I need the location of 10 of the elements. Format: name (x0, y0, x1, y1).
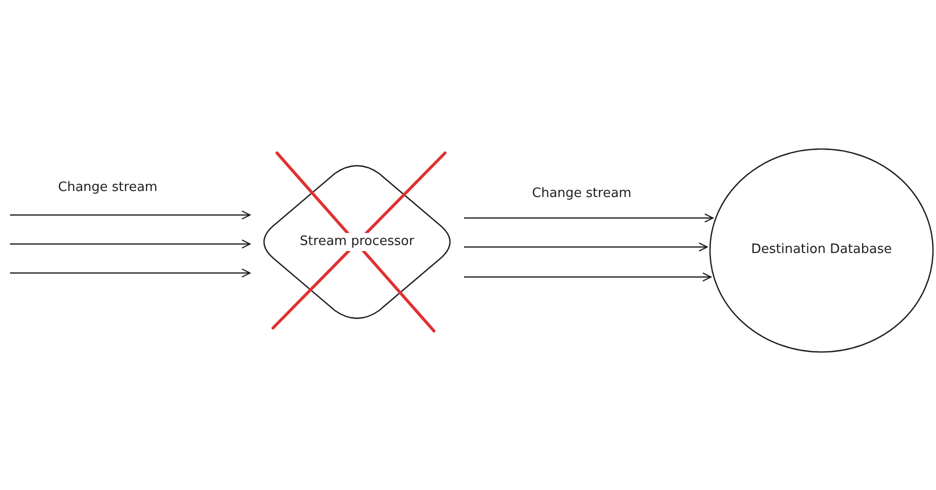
database-circle (709, 148, 934, 353)
arrow (10, 239, 251, 249)
arrow (10, 210, 251, 220)
arrow (464, 272, 712, 282)
arrow (10, 268, 251, 278)
node-label: Stream processor (298, 232, 416, 252)
stream-label: Change stream (532, 186, 632, 201)
arrow (464, 242, 708, 252)
arrow (464, 213, 714, 223)
stream-label: Change stream (58, 180, 158, 195)
